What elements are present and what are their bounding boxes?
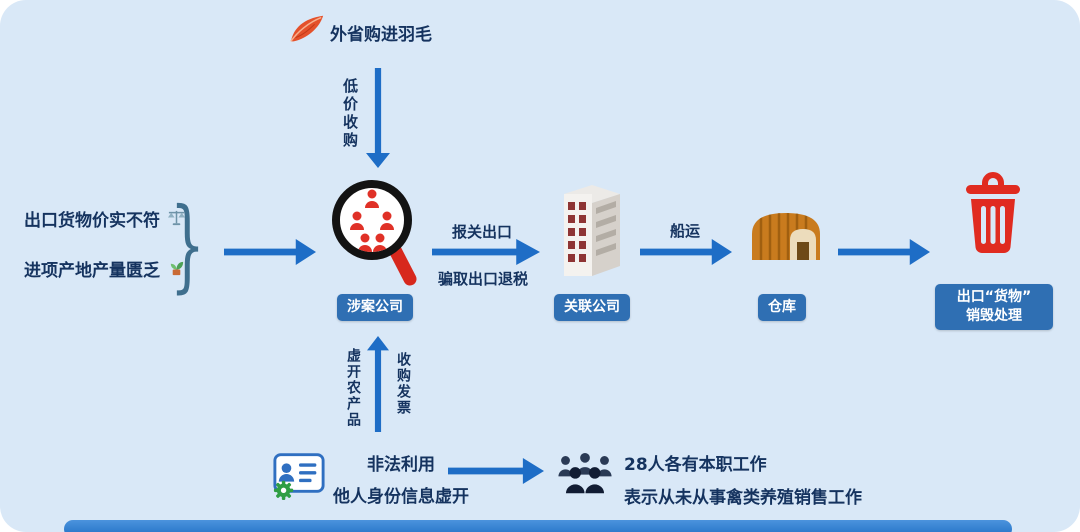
- condition-line-1: 出口货物价实不符: [24, 206, 186, 231]
- id-card-icon: [273, 453, 325, 500]
- plant-produce-icon: [170, 261, 184, 276]
- invoice-arrow: [367, 336, 389, 432]
- magnifier-investigation-icon: [332, 180, 417, 286]
- export-arrow: [432, 239, 540, 265]
- bottom-bar: [64, 520, 1012, 532]
- identity-text: 非法利用 他人身份信息虚开: [316, 450, 486, 507]
- workers-line2: 表示从未从事禽类养殖销售工作: [624, 488, 862, 508]
- disposal-badge: 出口“货物” 销毁处理: [935, 284, 1053, 330]
- disposal-badge-line2: 销毁处理: [966, 307, 1022, 324]
- feather-icon: [290, 15, 324, 42]
- warehouse-icon: [752, 213, 820, 260]
- workers-text: 28人各有本职工作 表示从未从事禽类养殖销售工作: [624, 450, 862, 508]
- identity-text-line2: 他人身份信息虚开: [333, 487, 469, 507]
- export-arrow-label-bottom: 骗取出口退税: [438, 270, 529, 288]
- identity-text-line1: 非法利用: [367, 455, 435, 475]
- export-arrow-label-top: 报关出口: [452, 223, 513, 241]
- company-badge: 涉案公司: [337, 294, 413, 321]
- condition-line-2: 进项产地产量匮乏: [24, 256, 186, 281]
- low-price-purchase-arrow: [366, 68, 390, 168]
- left-brace: }: [170, 186, 205, 303]
- invoice-label-right: 收购发票: [395, 352, 411, 416]
- scale-goods-icon: [167, 210, 186, 226]
- shipping-arrow: [640, 239, 732, 265]
- condition-line-2-text: 进项产地产量匮乏: [24, 261, 160, 281]
- disposal-badge-line1: 出口“货物”: [956, 289, 1032, 305]
- shipping-label: 船运: [670, 222, 701, 240]
- invoice-label-left: 虚开农产品: [345, 348, 361, 428]
- workers-line1: 28人各有本职工作: [624, 455, 767, 475]
- condition-line-1-text: 出口货物价实不符: [24, 211, 160, 231]
- affiliated-company-building-icon: [564, 185, 620, 276]
- feather-label: 外省购进羽毛: [330, 25, 432, 45]
- warehouse-badge: 仓库: [758, 294, 806, 321]
- disposal-arrow: [838, 239, 930, 265]
- down-arrow-label: 低价收购: [341, 78, 359, 150]
- people-group-icon: [558, 452, 612, 494]
- conditions-arrow: [224, 239, 316, 265]
- trash-bin-icon: [966, 172, 1020, 254]
- affiliated-badge: 关联公司: [554, 294, 630, 321]
